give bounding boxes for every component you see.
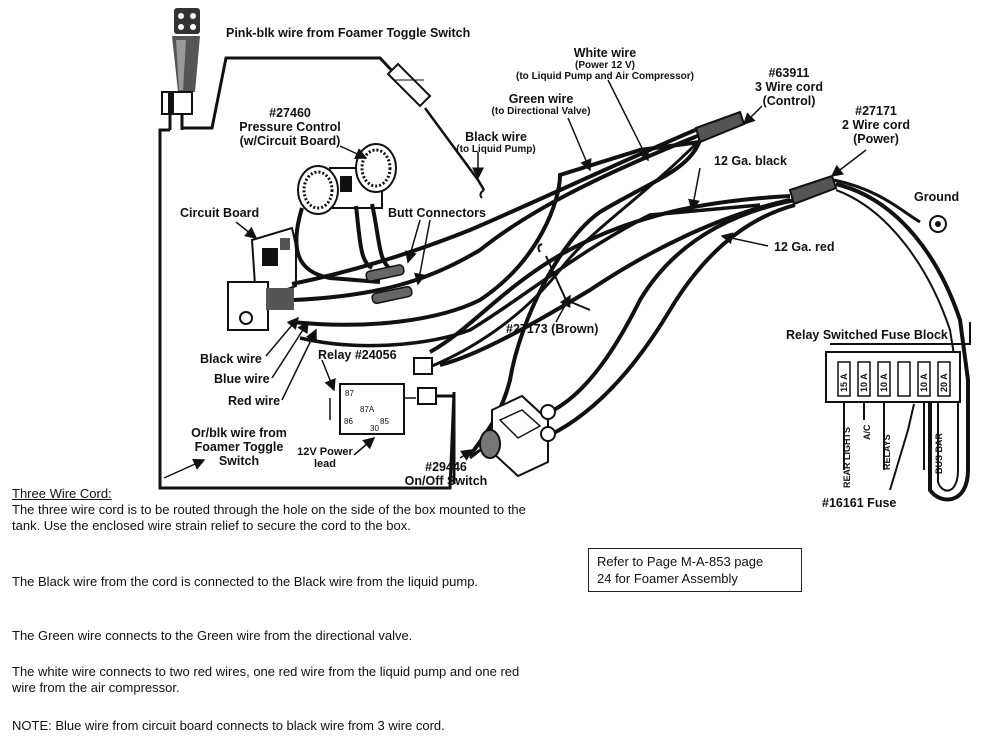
fuse-rating-6: 20 A [939,373,949,392]
relay-pin-86: 86 [344,417,353,426]
reference-box: Refer to Page M-A-853 page 24 for Foamer… [588,548,802,592]
fuse-rating-5: 10 A [919,373,929,392]
callout-arrows [163,79,867,479]
black-wire-liquid-label: Black wire (to Liquid Pump) [448,130,544,155]
circuit-board [227,226,297,331]
relay-connector-b [417,387,437,405]
ga12-red-label: 12 Ga. red [774,240,835,254]
fuse-label-rear-lights: REAR LIGHTS [842,427,852,488]
fuse-block: 15 A 10 A 10 A 10 A 20 A REAR LIGHTS A/C… [825,322,971,488]
relay-pin-87a: 87A [360,405,375,414]
black-wire-cb-label: Black wire [200,352,262,366]
relay-pin-87: 87 [345,389,354,398]
lead-27173-label: #27173 (Brown) [506,322,599,336]
pink-blk-wire [182,56,414,130]
fuse-rating-1: 15 A [839,373,849,392]
pressure-control-knobs [297,143,397,215]
cord-27171-line1: 2 Wire cord [842,118,910,132]
on-off-switch-label: #29446 On/Off Switch [396,460,496,488]
three-wire-cord [694,110,746,144]
notes-paragraph-3: The Green wire connects to the Green wir… [12,628,413,643]
reference-line1: Refer to Page M-A-853 page [597,554,764,569]
notes-paragraph-5: NOTE: Blue wire from circuit board conne… [12,718,445,733]
fuse-rating-3: 10 A [879,373,889,392]
red-wire-label: Red wire [228,394,281,408]
white-wire-sub2: (to Liquid Pump and Air Compressor) [516,71,694,82]
ground-terminal [929,215,947,233]
notes-heading: Three Wire Cord: [12,486,112,501]
cord-27171-number: #27171 [855,104,897,118]
circuit-board-label: Circuit Board [180,206,260,220]
power-lead-line2: lead [313,458,336,470]
white-wire-sub1: (Power 12 V) [574,60,636,71]
pressure-control-label: #27460 Pressure Control (w/Circuit Board… [230,106,350,148]
power-lead-label: 12V Power lead [290,446,360,470]
or-blk-line2: Foamer Toggle [194,440,284,454]
fuse-16161-label: #16161 Fuse [822,496,897,510]
notes-paragraph-1: The three wire cord is to be routed thro… [12,502,526,533]
relay-pin-85: 85 [380,417,389,426]
relay-label: Relay #24056 [318,348,397,362]
fuse-label-relays: RELAYS [882,434,892,470]
pressure-control-line1: Pressure Control [239,120,341,134]
notes-paragraph-2: The Black wire from the cord is connecte… [12,574,479,589]
cord-63911-line2: (Control) [762,94,816,108]
cord-63911-label: #63911 3 Wire cord (Control) [744,66,834,108]
blue-wire-label: Blue wire [214,372,270,386]
black-wire-title: Black wire [465,130,527,144]
relay-fuse-block-label: Relay Switched Fuse Block [786,328,948,342]
or-blk-wire [158,128,456,490]
green-wire-sub: (to Directional Valve) [491,106,591,117]
green-wire-title: Green wire [508,92,574,106]
on-off-line1: On/Off Switch [404,474,488,488]
or-blk-line3: Switch [218,454,260,468]
reference-line2: 24 for Foamer Assembly [597,571,738,586]
cord-27171-label: #27171 2 Wire cord (Power) [836,104,916,146]
relay: 87 87A 86 85 30 [329,383,416,435]
relay-connector-a [413,357,433,375]
foamer-toggle-switch [161,8,200,130]
fuse-label-bus-bar: BUS BAR [934,432,944,474]
relay-pin-30: 30 [370,424,379,433]
butt-connectors [365,264,413,305]
inline-fuse-holder [386,62,432,108]
pressure-control-line2: (w/Circuit Board) [239,134,341,148]
cord-63911-number: #63911 [768,66,810,80]
cord-27171-line2: (Power) [853,132,899,146]
pink-blk-wire-label: Pink-blk wire from Foamer Toggle Switch [226,26,471,40]
on-off-number: #29446 [425,460,467,474]
green-wire-label: Green wire (to Directional Valve) [486,92,596,117]
two-wire-cord [788,174,838,206]
cord-63911-line1: 3 Wire cord [755,80,823,94]
power-lead-line1: 12V Power [297,446,353,458]
or-blk-wire-label: Or/blk wire from Foamer Toggle Switch [176,426,302,468]
on-off-switch [469,394,556,478]
white-wire-label: White wire (Power 12 V) (to Liquid Pump … [510,46,700,82]
notes-paragraph-4: The white wire connects to two red wires… [12,664,520,695]
fuse-rating-2: 10 A [859,373,869,392]
ground-label: Ground [914,190,960,204]
ga12-black-label: 12 Ga. black [714,154,787,168]
butt-connectors-label: Butt Connectors [388,206,486,220]
fuse-label-ac: A/C [862,424,872,440]
pressure-control-number: #27460 [269,106,311,120]
or-blk-line1: Or/blk wire from [191,426,287,440]
black-wire-sub: (to Liquid Pump) [456,144,536,155]
white-wire-title: White wire [573,46,637,60]
